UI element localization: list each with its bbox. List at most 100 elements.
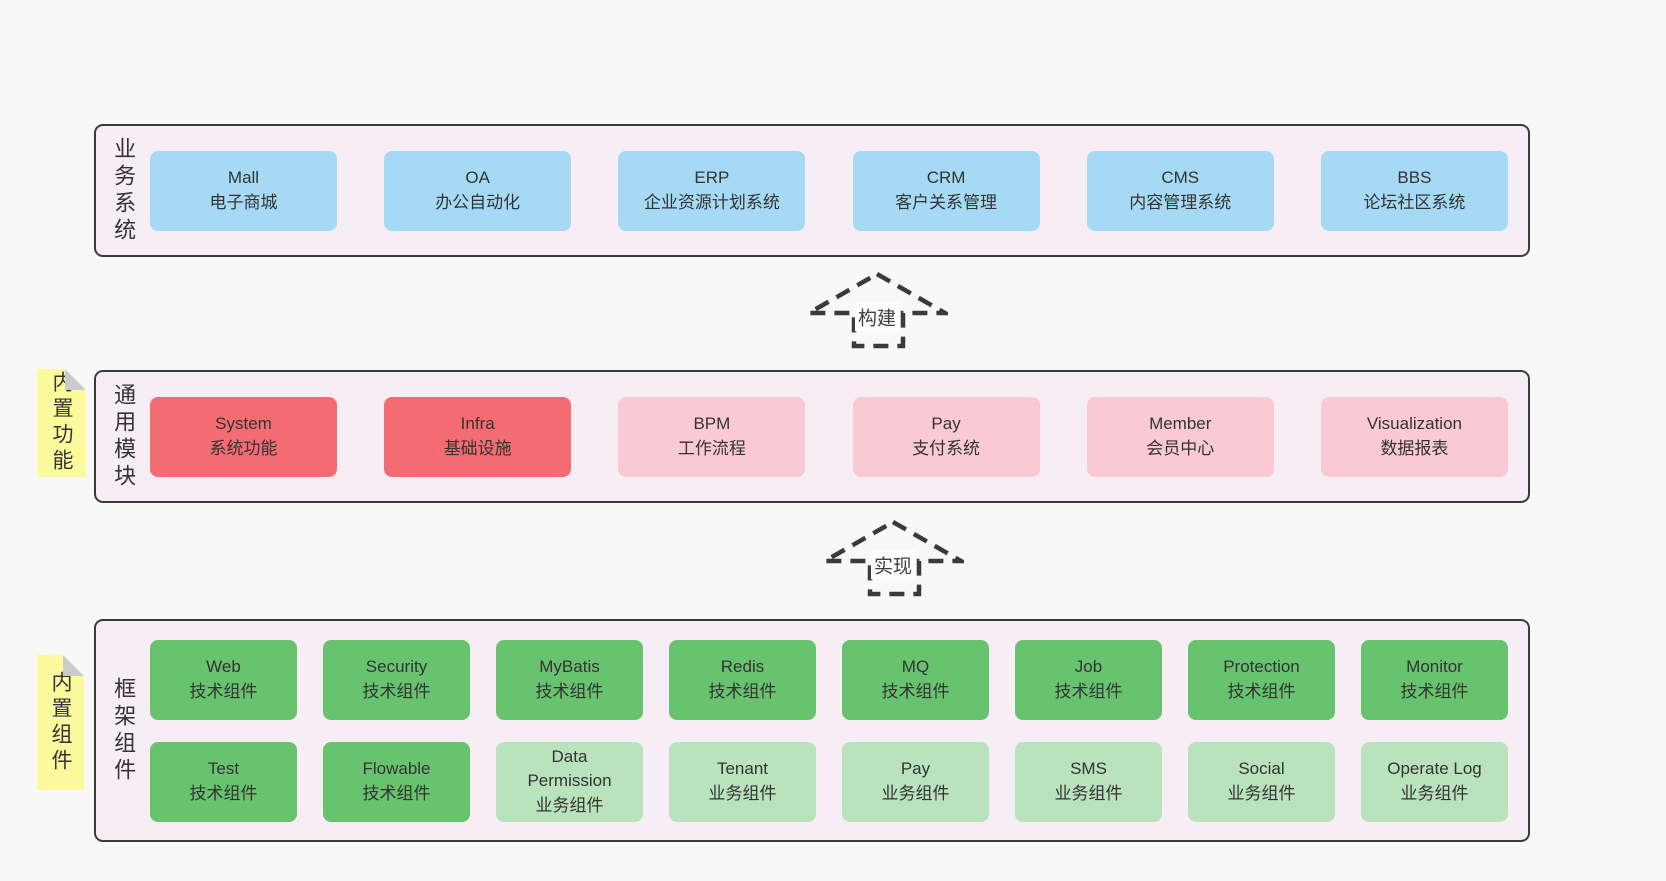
box-title: Mall [227,167,260,187]
box-pay: Pay 业务组件 [842,741,989,822]
box-title: MQ [901,656,930,676]
layer-business-label: 业务系统 [96,126,150,255]
box-subtitle: 技术组件 [362,783,431,803]
box-subtitle: 企业资源计划系统 [643,192,780,212]
box-subtitle: 会员中心 [1146,438,1215,458]
box-subtitle: 业务组件 [1227,783,1296,803]
sticky-note-built-in-functions-text: 内置功能 [50,371,74,475]
box-monitor: Monitor 技术组件 [1361,639,1508,720]
build-arrow-label: 构建 [854,302,900,332]
box-title: Test [207,758,240,778]
box-subtitle: 技术组件 [708,681,777,701]
box-subtitle: 业务组件 [881,783,950,803]
box-title: Operate Log [1387,758,1482,778]
box-operate-log: Operate Log 业务组件 [1361,741,1508,822]
box-security: Security 技术组件 [323,639,470,720]
components-box-row-2: Test 技术组件 Flowable 技术组件 Data Permission 业务组件 T… [150,741,1508,822]
layer-modules-label-text: 通用模块 [111,382,137,491]
layer-modules-label: 通用模块 [96,372,150,501]
box-infra: Infra 基础设施 [384,396,572,477]
box-subtitle: 业务组件 [1400,783,1469,803]
box-title: Infra [460,413,495,433]
box-title: Web [206,656,241,676]
box-title: MyBatis [539,656,600,676]
box-pay: Pay 支付系统 [852,396,1040,477]
box-title: System [215,413,272,433]
box-title: Social [1238,758,1285,778]
box-mall: Mall 电子商城 [150,150,337,231]
box-title: BPM [693,413,731,433]
box-visualization: Visualization 数据报表 [1320,396,1508,477]
box-web: Web 技术组件 [150,639,297,720]
box-title: SMS [1070,758,1107,778]
box-title: Protection [1223,656,1300,676]
box-subtitle: 内容管理系统 [1129,192,1232,212]
box-subtitle: 业务组件 [1054,783,1123,803]
box-title: Member [1149,413,1212,433]
box-subtitle: 办公自动化 [435,192,521,212]
box-subtitle: 支付系统 [912,438,981,458]
box-subtitle: 业务组件 [535,795,604,815]
sticky-note-built-in-components-text: 内置组件 [49,670,73,775]
box-flowable: Flowable 技术组件 [323,741,470,822]
box-subtitle: 技术组件 [1400,681,1469,701]
box-title: CRM [926,167,966,187]
layer-components-label-text: 框架组件 [111,676,137,785]
box-subtitle: 基础设施 [443,438,512,458]
implement-arrow: 实现 [822,519,964,597]
box-bbs: BBS 论坛社区系统 [1320,150,1508,231]
box-title: Pay [931,413,961,433]
box-erp: ERP 企业资源计划系统 [618,150,806,231]
box-subtitle: 技术组件 [1227,681,1296,701]
box-title: ERP [694,167,730,187]
box-title: Data Permission [527,746,612,791]
box-sms: SMS 业务组件 [1015,741,1162,822]
box-social: Social 业务组件 [1188,741,1335,822]
box-title: Tenant [716,758,769,778]
box-redis: Redis 技术组件 [669,639,816,720]
box-subtitle: 技术组件 [535,681,604,701]
box-protection: Protection 技术组件 [1188,639,1335,720]
box-title: Security [365,656,428,676]
box-mq: MQ 技术组件 [842,639,989,720]
sticky-note-built-in-components: 内置组件 [37,655,84,790]
box-title: Pay [900,758,931,778]
box-title: Monitor [1406,656,1463,676]
box-member: Member 会员中心 [1086,396,1274,477]
box-subtitle: 技术组件 [189,783,258,803]
box-title: Flowable [362,758,431,778]
box-subtitle: 技术组件 [881,681,950,701]
box-subtitle: 系统功能 [209,438,278,458]
box-title: Visualization [1366,413,1462,433]
box-title: Redis [720,656,765,676]
box-subtitle: 技术组件 [189,681,258,701]
sticky-note-built-in-functions: 内置功能 [37,369,86,477]
box-subtitle: 电子商城 [209,192,278,212]
layer-components-label: 框架组件 [96,621,150,840]
box-title: Job [1074,656,1103,676]
implement-arrow-label: 实现 [870,550,916,580]
box-subtitle: 论坛社区系统 [1363,192,1466,212]
box-subtitle: 技术组件 [362,681,431,701]
box-mybatis: MyBatis 技术组件 [496,639,643,720]
box-data-permission: Data Permission 业务组件 [496,741,643,822]
layer-business-label-text: 业务系统 [111,136,137,245]
box-subtitle: 数据报表 [1380,438,1449,458]
box-title: BBS [1397,167,1432,187]
